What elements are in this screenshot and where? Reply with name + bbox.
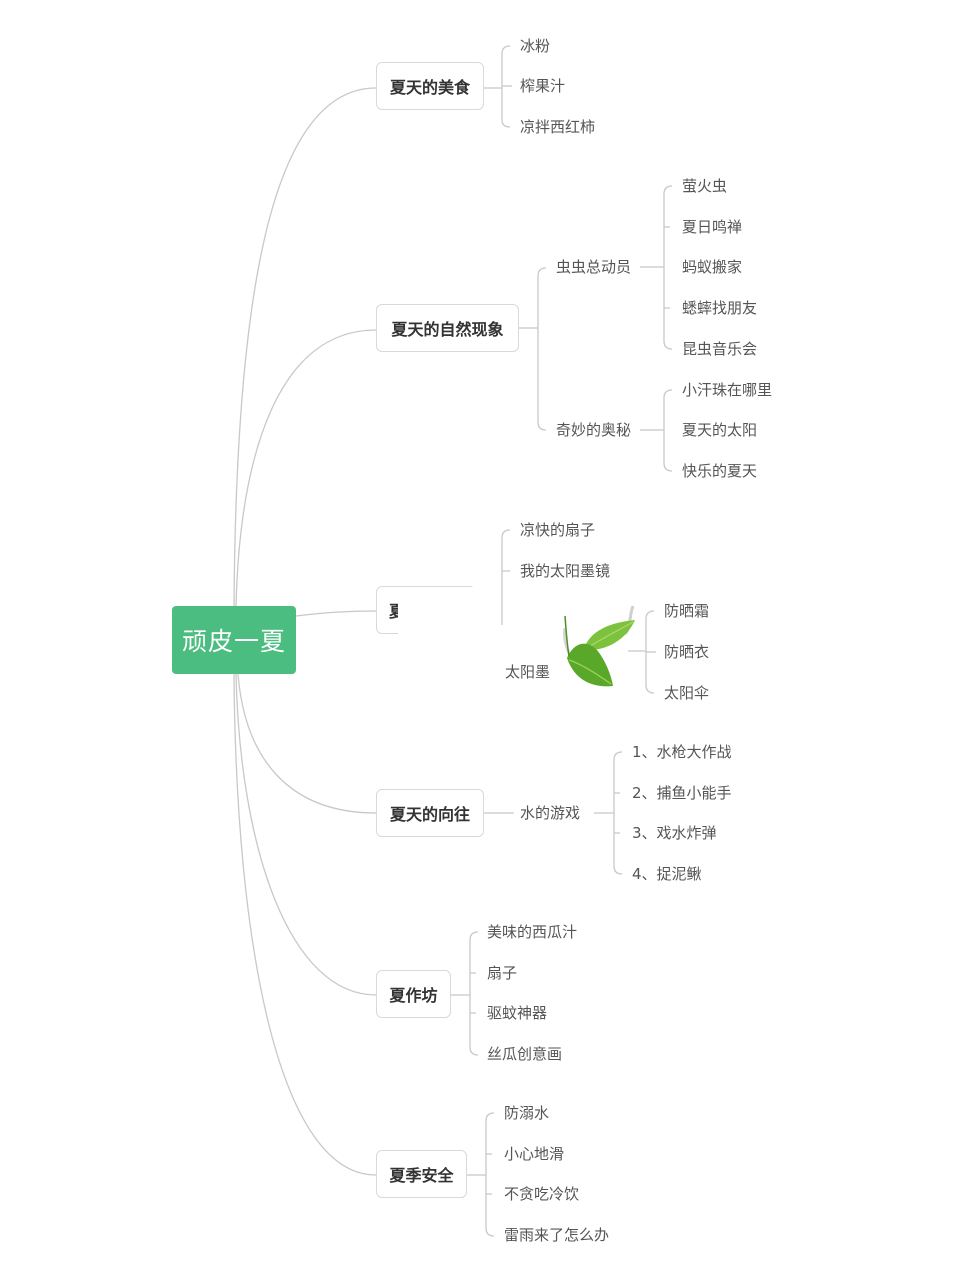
node-mystery[interactable]: 奇妙的奥秘	[556, 421, 632, 439]
node-umbrella[interactable]: 太阳伞	[664, 684, 710, 702]
node-insects[interactable]: 虫虫总动员	[556, 258, 632, 276]
branch-label: 夏作坊	[389, 986, 438, 1005]
node-mosquito-repellent[interactable]: 驱蚊神器	[487, 1004, 548, 1022]
node-firefly[interactable]: 萤火虫	[682, 177, 728, 195]
branch-workshop[interactable]: 夏作坊	[376, 970, 451, 1018]
branch-summer-food[interactable]: 夏天的美食	[376, 62, 484, 110]
node-juice[interactable]: 榨果汁	[520, 77, 566, 95]
node-sunglasses[interactable]: 我的太阳墨镜	[520, 562, 611, 580]
branch-nature[interactable]: 夏天的自然现象	[376, 304, 519, 352]
node-loach[interactable]: 4、捉泥鳅	[632, 865, 702, 883]
node-sun-partial[interactable]: 太阳墨	[505, 663, 551, 681]
node-sunscreen[interactable]: 防晒霜	[664, 602, 710, 620]
node-bingfen[interactable]: 冰粉	[520, 37, 551, 55]
node-tomato[interactable]: 凉拌西红柿	[520, 118, 596, 136]
node-cold-drinks[interactable]: 不贪吃冷饮	[504, 1185, 580, 1203]
node-sweat[interactable]: 小汗珠在哪里	[682, 381, 773, 399]
branch-summer-longing[interactable]: 夏天的向往	[376, 789, 484, 837]
node-insect-concert[interactable]: 昆虫音乐会	[682, 340, 758, 358]
branch-label: 夏季安全	[389, 1166, 454, 1185]
obscured-area	[398, 587, 500, 657]
node-fan-craft[interactable]: 扇子	[487, 964, 518, 982]
node-water-gun[interactable]: 1、水枪大作战	[632, 743, 732, 761]
root-node[interactable]: 顽皮一夏	[172, 606, 296, 674]
branch-label: 夏天的美食	[389, 78, 470, 97]
root-label: 顽皮一夏	[181, 627, 286, 656]
node-drowning[interactable]: 防溺水	[504, 1104, 550, 1122]
node-thunderstorm[interactable]: 雷雨来了怎么办	[504, 1226, 610, 1244]
branch-safety[interactable]: 夏季安全	[376, 1150, 467, 1198]
node-happy-summer[interactable]: 快乐的夏天	[682, 462, 758, 480]
node-summer-sun[interactable]: 夏天的太阳	[682, 421, 758, 439]
node-sun-clothes[interactable]: 防晒衣	[664, 643, 710, 661]
node-fishing[interactable]: 2、捕鱼小能手	[632, 784, 732, 802]
branch-label: 夏天的自然现象	[391, 320, 504, 339]
branch-label: 夏天的向往	[389, 805, 470, 824]
leaf-sticker-icon	[563, 605, 635, 687]
node-water-games[interactable]: 水的游戏	[520, 804, 581, 822]
node-fan[interactable]: 凉快的扇子	[520, 521, 596, 539]
node-loofah-art[interactable]: 丝瓜创意画	[487, 1045, 563, 1063]
node-cricket[interactable]: 蟋蟀找朋友	[682, 299, 758, 317]
node-water-bomb[interactable]: 3、戏水炸弹	[632, 824, 717, 842]
node-cicada[interactable]: 夏日鸣禅	[682, 218, 743, 236]
node-ants[interactable]: 蚂蚁搬家	[682, 258, 743, 276]
node-slippery[interactable]: 小心地滑	[504, 1145, 565, 1163]
node-watermelon-juice[interactable]: 美味的西瓜汁	[487, 923, 578, 941]
